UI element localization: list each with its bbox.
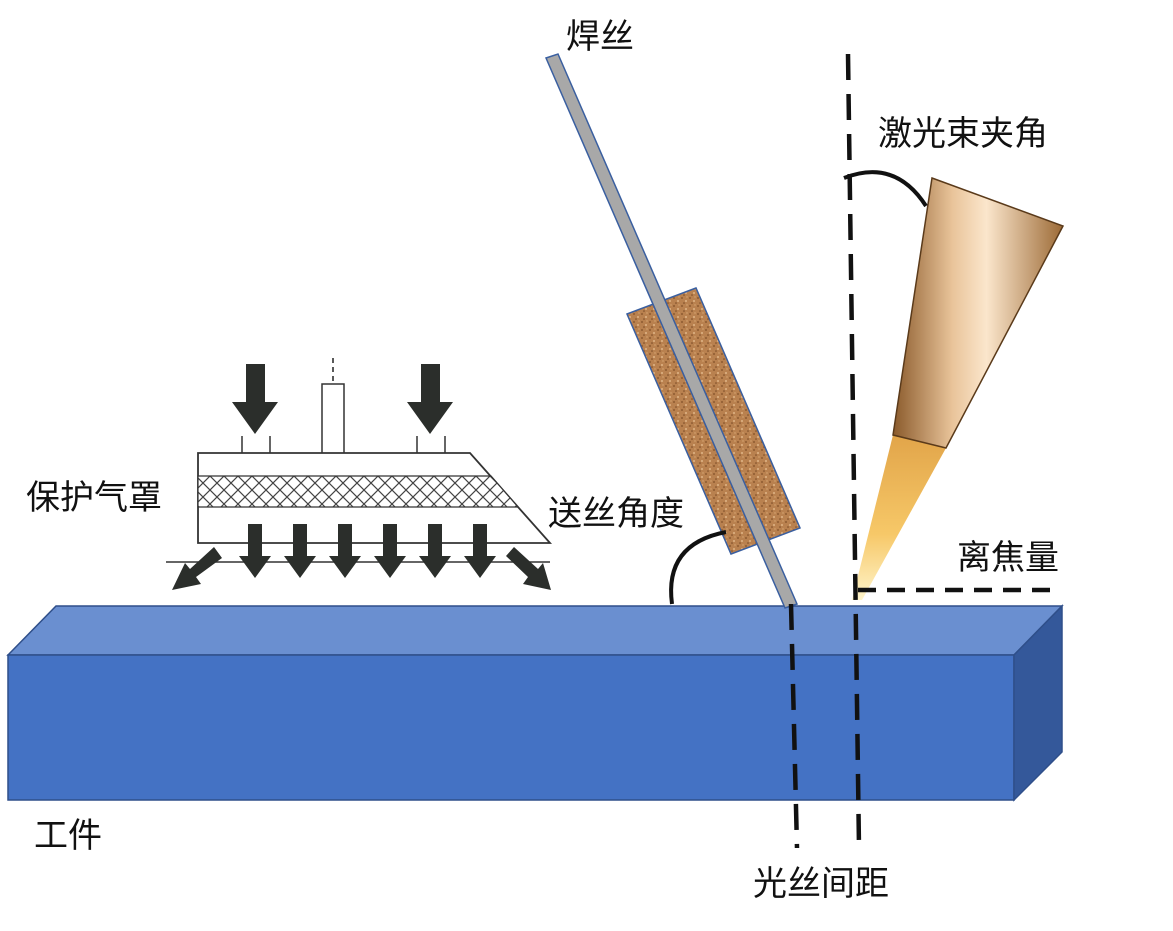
wire-axis-dashed-line [788,603,800,849]
laser-angle-arc [843,170,928,208]
gas-shield-mesh-layer [197,475,520,508]
welding-wire [544,53,799,609]
label-workpiece: 工件 [34,816,102,856]
label-defocus: 离焦量 [957,538,1059,578]
laser-head [892,176,1065,449]
workpiece-side-face [1013,604,1063,802]
workpiece [6,604,1064,802]
label-wire: 焊丝 [566,17,634,57]
gas-inflow-arrow-right [407,364,453,434]
gas-inflow-arrow-left [232,364,278,434]
label-feed-angle: 送丝角度 [548,494,684,534]
gas-shield [166,358,553,590]
workpiece-top-face [6,605,1064,656]
label-laser-angle: 激光束夹角 [878,114,1048,154]
label-gap: 光丝间距 [753,864,889,904]
workpiece-front-face [7,654,1015,801]
gas-outflow-arrows [172,524,551,590]
gas-inlet-pipe [321,383,345,455]
feed-angle-arc [669,530,727,605]
laser-axis-dashed-line [845,53,862,849]
label-gas-shield: 保护气罩 [26,478,162,518]
laser-beam [852,435,946,600]
